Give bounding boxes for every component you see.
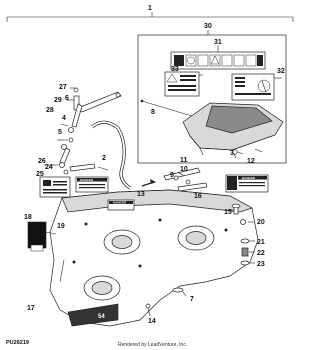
hardware-stack [228, 203, 255, 266]
label-kit-box [137, 30, 287, 164]
callout-12: 12 [247, 158, 255, 165]
lift-link-assembly [57, 87, 122, 150]
warning-label-left [164, 71, 200, 97]
callout-14: 14 [148, 318, 156, 325]
callout-22: 22 [257, 250, 265, 257]
callout-17: 17 [27, 305, 35, 312]
chute-pivot-parts [141, 167, 208, 192]
discharge-chute [140, 99, 284, 159]
callout-4: 4 [62, 115, 66, 122]
callout-20: 20 [257, 219, 265, 226]
draft-arm [90, 120, 131, 190]
rendered-by-credit: Rendered by LeadVenture, Inc. [118, 342, 187, 348]
exploded-parts-diagram: DANGER DANGER DANGER [6, 5, 294, 348]
danger-label-deck-text: DANGER [113, 201, 127, 205]
side-decal [27, 221, 57, 252]
callout-8: 8 [151, 109, 155, 116]
callout-11: 11 [180, 157, 188, 164]
danger-label-left: DANGER [75, 176, 109, 193]
callout-25: 25 [36, 171, 44, 178]
callout-1: 1 [148, 5, 152, 12]
warning-label-strip [170, 51, 266, 70]
callout-31: 31 [214, 39, 222, 46]
warning-label-right [231, 73, 275, 101]
callout-30: 30 [204, 23, 212, 30]
callout-19: 19 [57, 223, 65, 230]
callout-27: 27 [59, 84, 67, 91]
deck-label-left [39, 176, 71, 198]
danger-label-left-text: DANGER [80, 178, 94, 182]
danger-label-right: DANGER [225, 174, 269, 193]
deck-badge-text: 54 [98, 314, 105, 320]
callout-21: 21 [257, 239, 265, 246]
callout-26: 26 [38, 158, 46, 165]
small-parts [145, 287, 187, 317]
callout-13: 13 [137, 191, 145, 198]
callout-10: 10 [180, 166, 188, 173]
callout-18: 18 [24, 214, 32, 221]
callout-6: 6 [65, 95, 69, 102]
mower-deck: DANGER 54 [49, 189, 259, 327]
callout-9: 9 [170, 172, 174, 179]
callout-7: 7 [190, 296, 194, 303]
callout-32: 32 [277, 68, 285, 75]
callout-15: 15 [224, 209, 232, 216]
callout-2: 2 [102, 155, 106, 162]
callout-16: 16 [194, 193, 202, 200]
callout-24: 24 [45, 164, 53, 171]
callout-28: 28 [46, 107, 54, 114]
callout-23: 23 [257, 261, 265, 268]
danger-label-right-text: DANGER [242, 176, 256, 180]
callout-3: 3 [230, 150, 234, 157]
linkage-left [44, 147, 96, 175]
callout-29: 29 [54, 97, 62, 104]
callout-5: 5 [58, 129, 62, 136]
callout-33: 33 [171, 66, 179, 73]
figure-id: PU28219 [6, 340, 29, 346]
main-assembly-bracket [6, 12, 294, 22]
